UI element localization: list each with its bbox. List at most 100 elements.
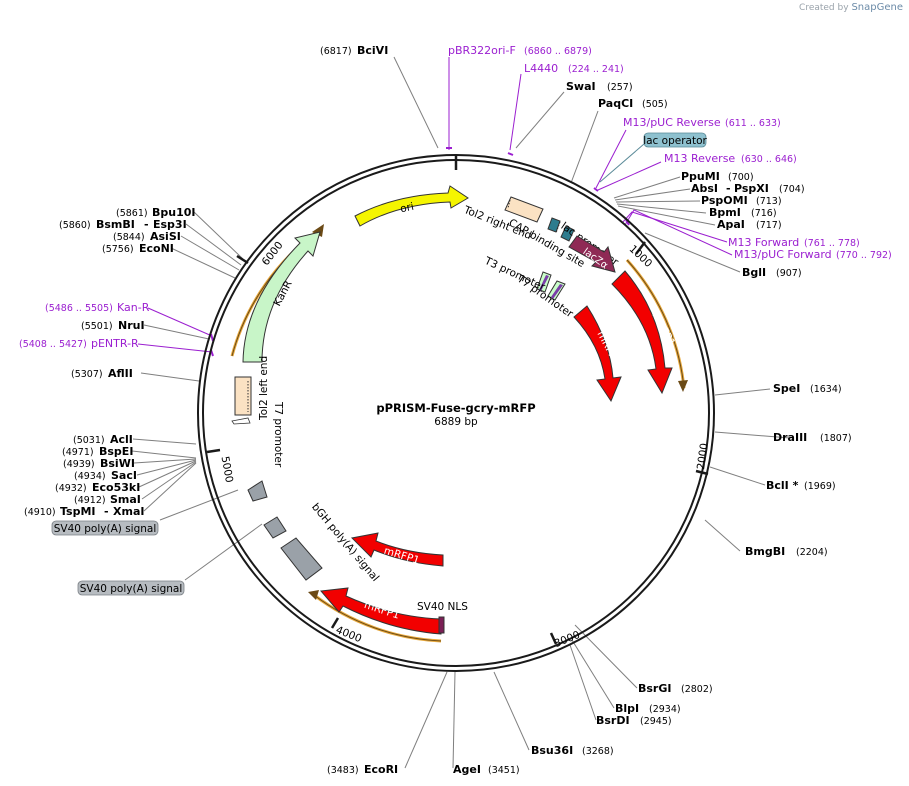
primer-range-pentr-r: (5408 .. 5427) — [19, 339, 87, 350]
enzyme-name-bpmi[interactable]: BpmI — [709, 206, 741, 219]
ori-label: ori — [399, 201, 415, 216]
lac-operator-leader — [599, 143, 645, 183]
enzyme-name-ppumi[interactable]: PpuMI — [681, 170, 720, 183]
primer-range-kan-r: (5486 .. 5505) — [45, 303, 113, 314]
primer-name-m13-puc-forward[interactable]: M13/pUC Forward — [734, 248, 832, 261]
enzyme-name-aflii[interactable]: AflII — [108, 367, 133, 380]
sv40-nls-label: SV40 NLS — [417, 601, 468, 613]
enzyme-pos-bsu36i: (3268) — [582, 746, 614, 757]
enzyme-pos-ppumi: (700) — [728, 172, 754, 183]
enzyme-name-bsrdi[interactable]: BsrDI — [596, 714, 630, 727]
tick-label-2000: 2000 — [695, 442, 711, 470]
enzyme-pos-econi: (5756) — [102, 244, 134, 255]
tol2-right-end-feature[interactable] — [504, 196, 544, 223]
mrfp1-inner-feature[interactable] — [573, 305, 622, 403]
t7-promoter-core — [551, 284, 563, 299]
mrfp1-bottom-outer-feature[interactable] — [320, 587, 442, 635]
enzyme-name-bspei[interactable]: BspEI — [99, 445, 133, 458]
bgh-polya-feature[interactable] — [280, 537, 323, 581]
primer-name-kan-r[interactable]: Kan-R — [117, 301, 150, 314]
mrfp1-bottom-inner-label: mRFP1 — [382, 545, 420, 567]
kanr-feature[interactable] — [242, 231, 321, 363]
enzyme-name-smai[interactable]: SmaI — [110, 493, 141, 506]
enzyme-pos-absi: (704) — [779, 184, 805, 195]
enzyme-pos-tspmi: (4910) — [24, 507, 56, 518]
enzyme-name-tspmi[interactable]: TspMI — [60, 505, 96, 518]
lac-operator-feature[interactable] — [560, 225, 575, 242]
enzyme-name-absi[interactable]: AbsI — [691, 182, 718, 195]
credit-brand: SnapGene — [851, 2, 903, 13]
enzyme-name-apai[interactable]: ApaI — [717, 218, 745, 231]
enzyme-name-bcli[interactable]: BclI * — [766, 479, 799, 492]
orange-sequence-arcs — [230, 227, 686, 643]
enzyme-name-draiii[interactable]: DraIII — [773, 431, 807, 444]
lacza-feature[interactable] — [568, 235, 616, 273]
enzyme-name-saci[interactable]: SacI — [111, 469, 137, 482]
enzyme-pos-paqci: (505) — [642, 99, 668, 110]
enzyme-name-eco53ki[interactable]: Eco53kI — [92, 481, 140, 494]
tol2-left-end-label: Tol2 left end — [258, 356, 270, 421]
enzyme-name-bcivi[interactable]: BciVI — [357, 44, 388, 57]
primer-range-m13-puc-reverse: (611 .. 633) — [725, 118, 781, 129]
enzyme-name-pspxi[interactable]: PspXI — [734, 182, 769, 195]
enzyme-pos-bsiwi: (4939) — [63, 459, 95, 470]
enzyme-pos-smai: (4912) — [74, 495, 106, 506]
primer-name-l4440[interactable]: L4440 — [524, 62, 558, 75]
enzyme-name-blpi[interactable]: BlpI — [615, 702, 639, 715]
primer-name-pentr-r[interactable]: pENTR-R — [91, 337, 139, 350]
orange-sequence-arc-cores — [231, 228, 685, 642]
enzyme-name-bsu36i[interactable]: Bsu36I — [531, 744, 573, 757]
enzyme-name-bgli[interactable]: BglI — [742, 266, 766, 279]
enzyme-pos-bmgbi: (2204) — [796, 547, 828, 558]
primer-name-pbr322ori-f[interactable]: pBR322ori-F — [448, 44, 516, 57]
primer-name-m13-reverse[interactable]: M13 Reverse — [664, 152, 735, 165]
enzyme-name-bsrgi[interactable]: BsrGI — [638, 682, 671, 695]
enzyme-name-asisi[interactable]: AsiSI — [150, 230, 181, 243]
enzyme-pos-bcli: (1969) — [804, 481, 836, 492]
enzyme-name-esp3i[interactable]: Esp3I — [153, 218, 187, 231]
sv40-polya-box-2 — [77, 580, 185, 596]
mrfp1-bottom-inner-feature[interactable] — [350, 532, 444, 567]
enzyme-pos-nrui: (5501) — [81, 321, 113, 332]
enzyme-name-bsmbi[interactable]: BsmBI — [96, 218, 135, 231]
primer-name-m13-forward[interactable]: M13 Forward — [728, 236, 799, 249]
scale-ticks — [206, 156, 709, 645]
enzyme-name-ecori[interactable]: EcoRI — [364, 763, 398, 776]
enzyme-name-nrui[interactable]: NruI — [118, 319, 145, 332]
tol2-left-end-feature[interactable] — [234, 376, 252, 416]
mrfp1-outer-feature[interactable] — [611, 270, 673, 395]
primer-name-m13-puc-reverse[interactable]: M13/pUC Reverse — [623, 116, 721, 129]
enzyme-name-acli[interactable]: AclI — [110, 433, 133, 446]
enzyme-pos-bsrgi: (2802) — [681, 684, 713, 695]
sv40-polya-block-2[interactable] — [263, 516, 287, 539]
enzyme-name-bpu10i[interactable]: Bpu10I — [152, 206, 196, 219]
lac-operator-box — [643, 132, 707, 148]
sv40-polya-block-1[interactable] — [247, 480, 268, 502]
enzyme-name-bmgbi[interactable]: BmgBI — [745, 545, 785, 558]
ori-feature[interactable] — [354, 185, 469, 227]
orange-arrowhead-bottom — [308, 590, 319, 600]
enzyme-name-esp3i-dash: - — [144, 218, 149, 231]
lac-operator-label: lac operator — [643, 135, 707, 147]
enzyme-name-econi[interactable]: EcoNI — [139, 242, 174, 255]
tick-label-5000: 5000 — [219, 455, 235, 483]
orange-arrowhead-left — [312, 224, 324, 237]
primer-range-m13-reverse: (630 .. 646) — [741, 154, 797, 165]
enzyme-name-agei[interactable]: AgeI — [453, 763, 481, 776]
t7-promoter-left-feature[interactable] — [231, 417, 251, 425]
enzyme-pos-spei: (1634) — [810, 384, 842, 395]
enzyme-pos-swai: (257) — [607, 82, 633, 93]
enzyme-name-swai[interactable]: SwaI — [566, 80, 596, 93]
enzyme-name-bsiwi[interactable]: BsiWI — [100, 457, 135, 470]
enzyme-pos-apai: (717) — [756, 220, 782, 231]
orange-arrowhead-right — [678, 380, 688, 392]
enzyme-pos-saci: (4934) — [74, 471, 106, 482]
enzyme-pos-bpmi: (716) — [751, 208, 777, 219]
enzyme-name-paqci[interactable]: PaqCI — [598, 97, 633, 110]
enzyme-pos-bsmbi: (5860) — [59, 220, 91, 231]
enzyme-name-spei[interactable]: SpeI — [773, 382, 800, 395]
enzyme-name-xmai[interactable]: XmaI — [113, 505, 144, 518]
cap-binding-site-feature[interactable] — [547, 217, 561, 233]
enzyme-name-pspomi[interactable]: PspOMI — [701, 194, 748, 207]
sv40-nls-feature[interactable] — [438, 616, 445, 634]
